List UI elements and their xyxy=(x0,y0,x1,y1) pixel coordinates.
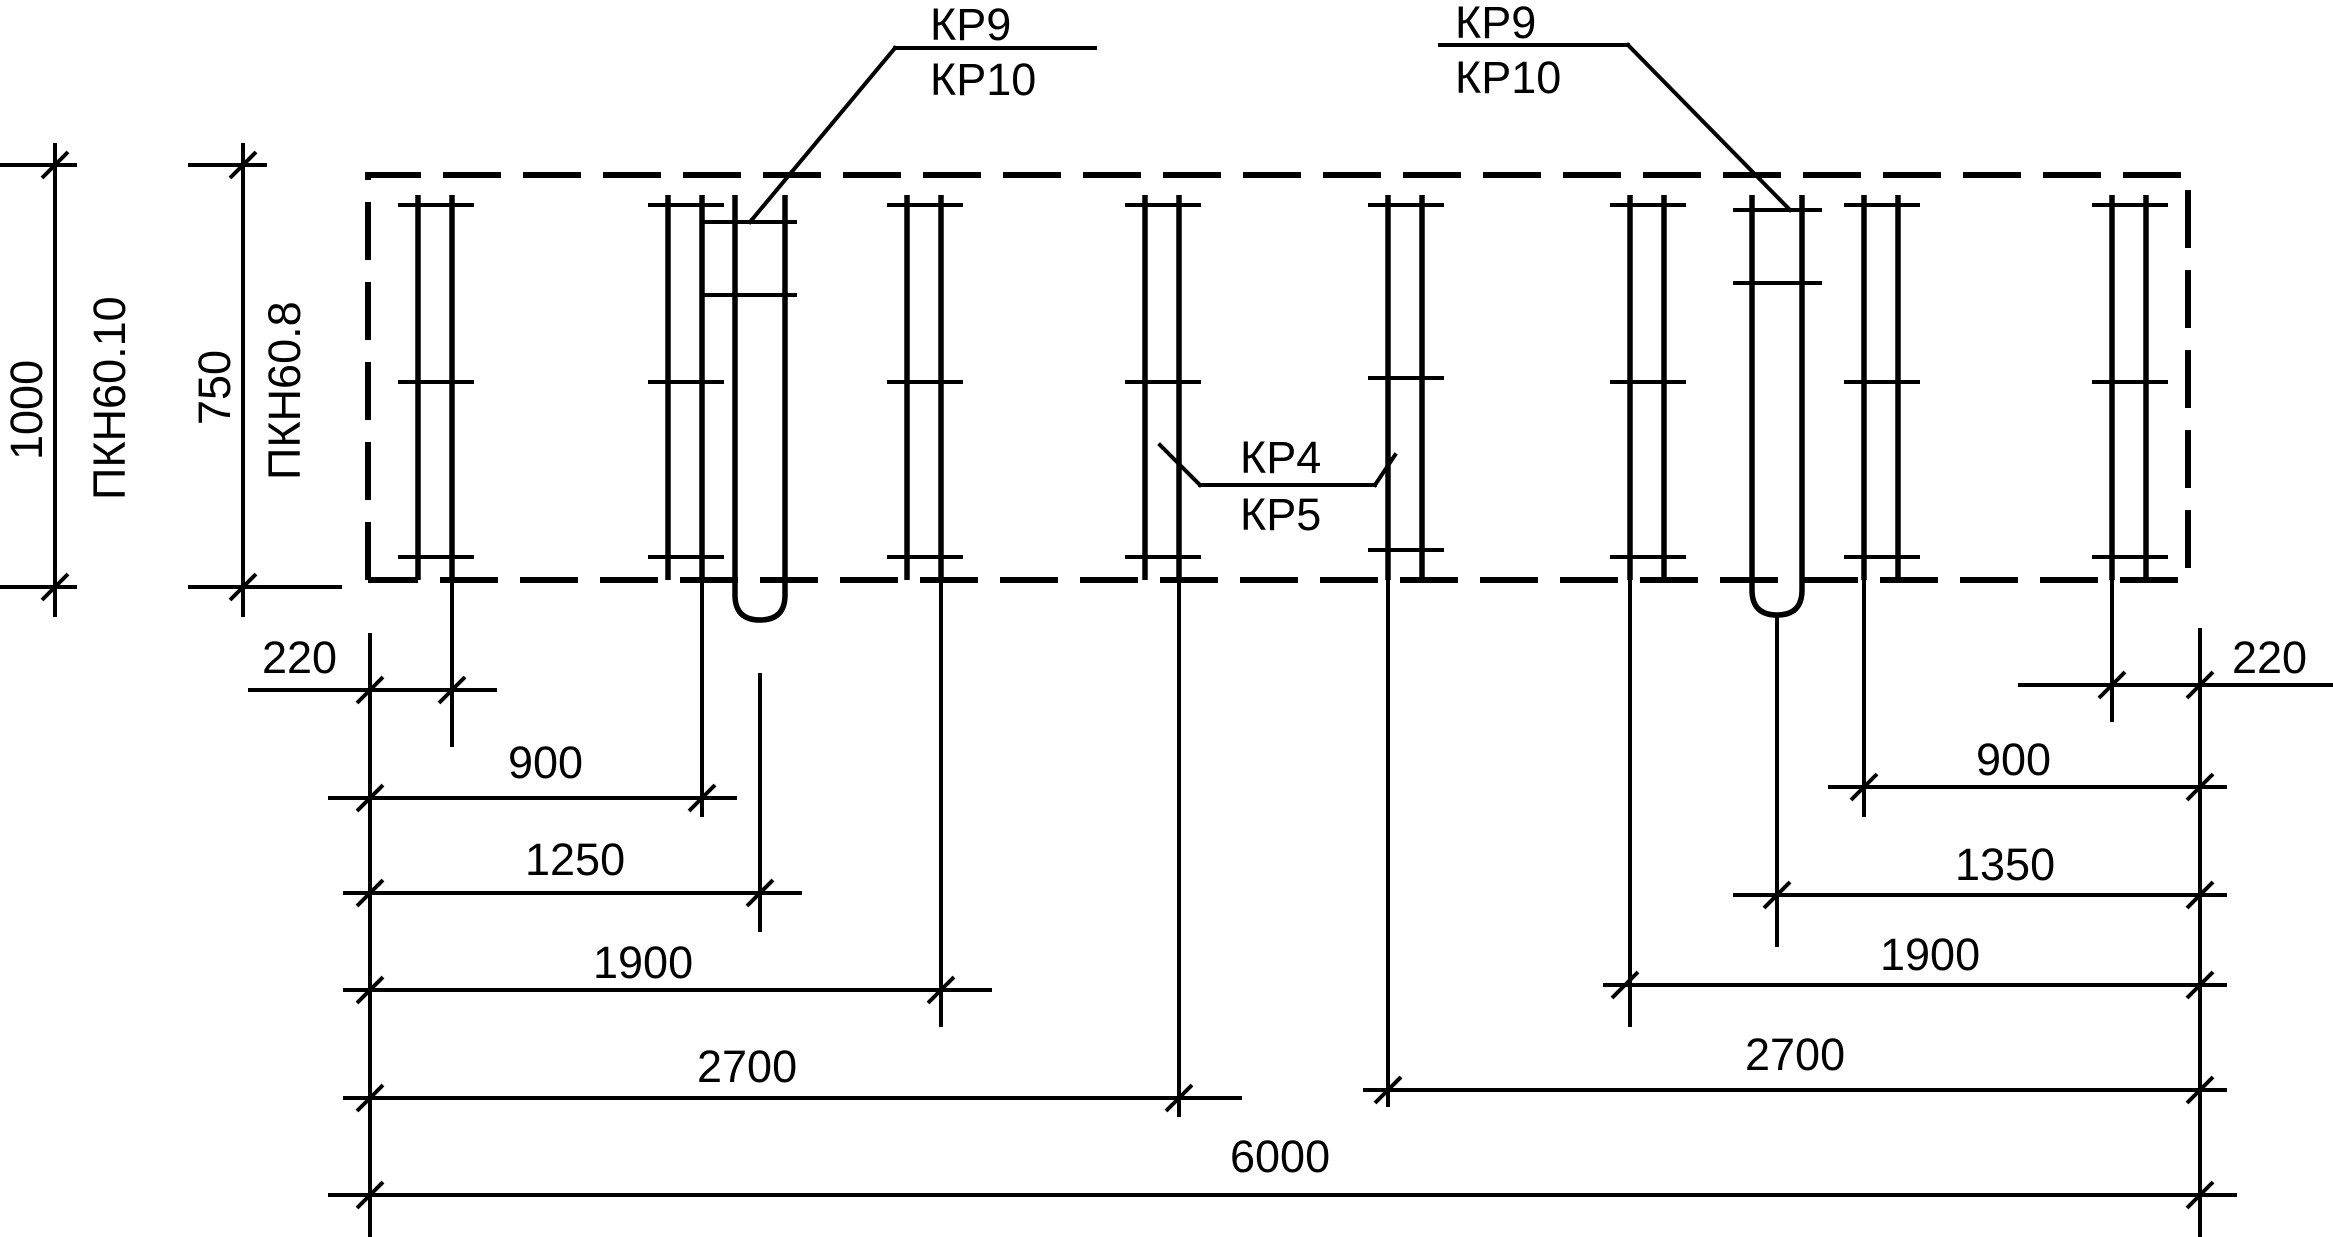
dim-right-220-label: 220 xyxy=(2232,632,2307,683)
dim-left-900-label: 900 xyxy=(508,737,583,788)
dim-left-1900-label: 1900 xyxy=(593,937,693,988)
dim-left-2700 xyxy=(343,1083,1242,1113)
dim-right-1350-label: 1350 xyxy=(1955,839,2055,890)
frame-6 xyxy=(1610,195,1686,580)
slab-outline xyxy=(365,172,2191,583)
callout-right-bottom-label: КР10 xyxy=(1455,52,1561,103)
height-outer-label: 1000 xyxy=(1,360,52,460)
height-inner-label: 750 xyxy=(189,350,240,425)
vertical-dimension-outer xyxy=(0,143,77,617)
dim-right-1900 xyxy=(1603,970,2227,1000)
callout-right-top-label: КР9 xyxy=(1455,0,1536,48)
dim-left-1250 xyxy=(343,878,802,908)
dim-right-2700-label: 2700 xyxy=(1745,1029,1845,1080)
dim-left-900 xyxy=(328,783,737,813)
dim-right-1900-label: 1900 xyxy=(1880,929,1980,980)
dim-left-220 xyxy=(248,675,497,705)
vertical-dimension-inner xyxy=(188,143,342,617)
callout-left-bottom-label: КР10 xyxy=(930,54,1036,105)
frame-2 xyxy=(648,195,724,580)
dim-left-1900 xyxy=(343,975,992,1005)
loop-right xyxy=(1733,195,1822,618)
callout-mid-top-label: КР4 xyxy=(1240,432,1321,483)
dim-total-6000 xyxy=(328,1180,2237,1210)
frame-1 xyxy=(398,195,474,580)
frame-5 xyxy=(1368,195,1444,580)
frame-7 xyxy=(1844,195,1920,580)
dim-total-6000-label: 6000 xyxy=(1230,1131,1330,1182)
callout-right-leader xyxy=(1438,42,1793,213)
callout-left-top-label: КР9 xyxy=(930,0,1011,50)
callout-mid-leader xyxy=(1157,442,1398,488)
slab-inner-label: ПКН60.8 xyxy=(259,301,310,480)
dim-right-1350 xyxy=(1733,880,2227,910)
frame-3 xyxy=(887,195,963,580)
dim-right-2700 xyxy=(1363,1075,2227,1105)
extension-lines xyxy=(450,578,2114,1117)
dim-right-220 xyxy=(2018,670,2333,700)
frame-4 xyxy=(1125,195,1201,580)
dim-left-1250-label: 1250 xyxy=(525,834,625,885)
slab-outer-label: ПКН60.10 xyxy=(84,296,135,500)
callout-mid-bottom-label: КР5 xyxy=(1240,489,1321,540)
dim-right-900-label: 900 xyxy=(1976,734,2051,785)
dim-left-220-label: 220 xyxy=(262,632,337,683)
callout-left-leader xyxy=(747,45,1097,225)
frame-8 xyxy=(2092,195,2168,580)
dim-right-900 xyxy=(1828,772,2227,802)
dim-left-2700-label: 2700 xyxy=(697,1041,797,1092)
